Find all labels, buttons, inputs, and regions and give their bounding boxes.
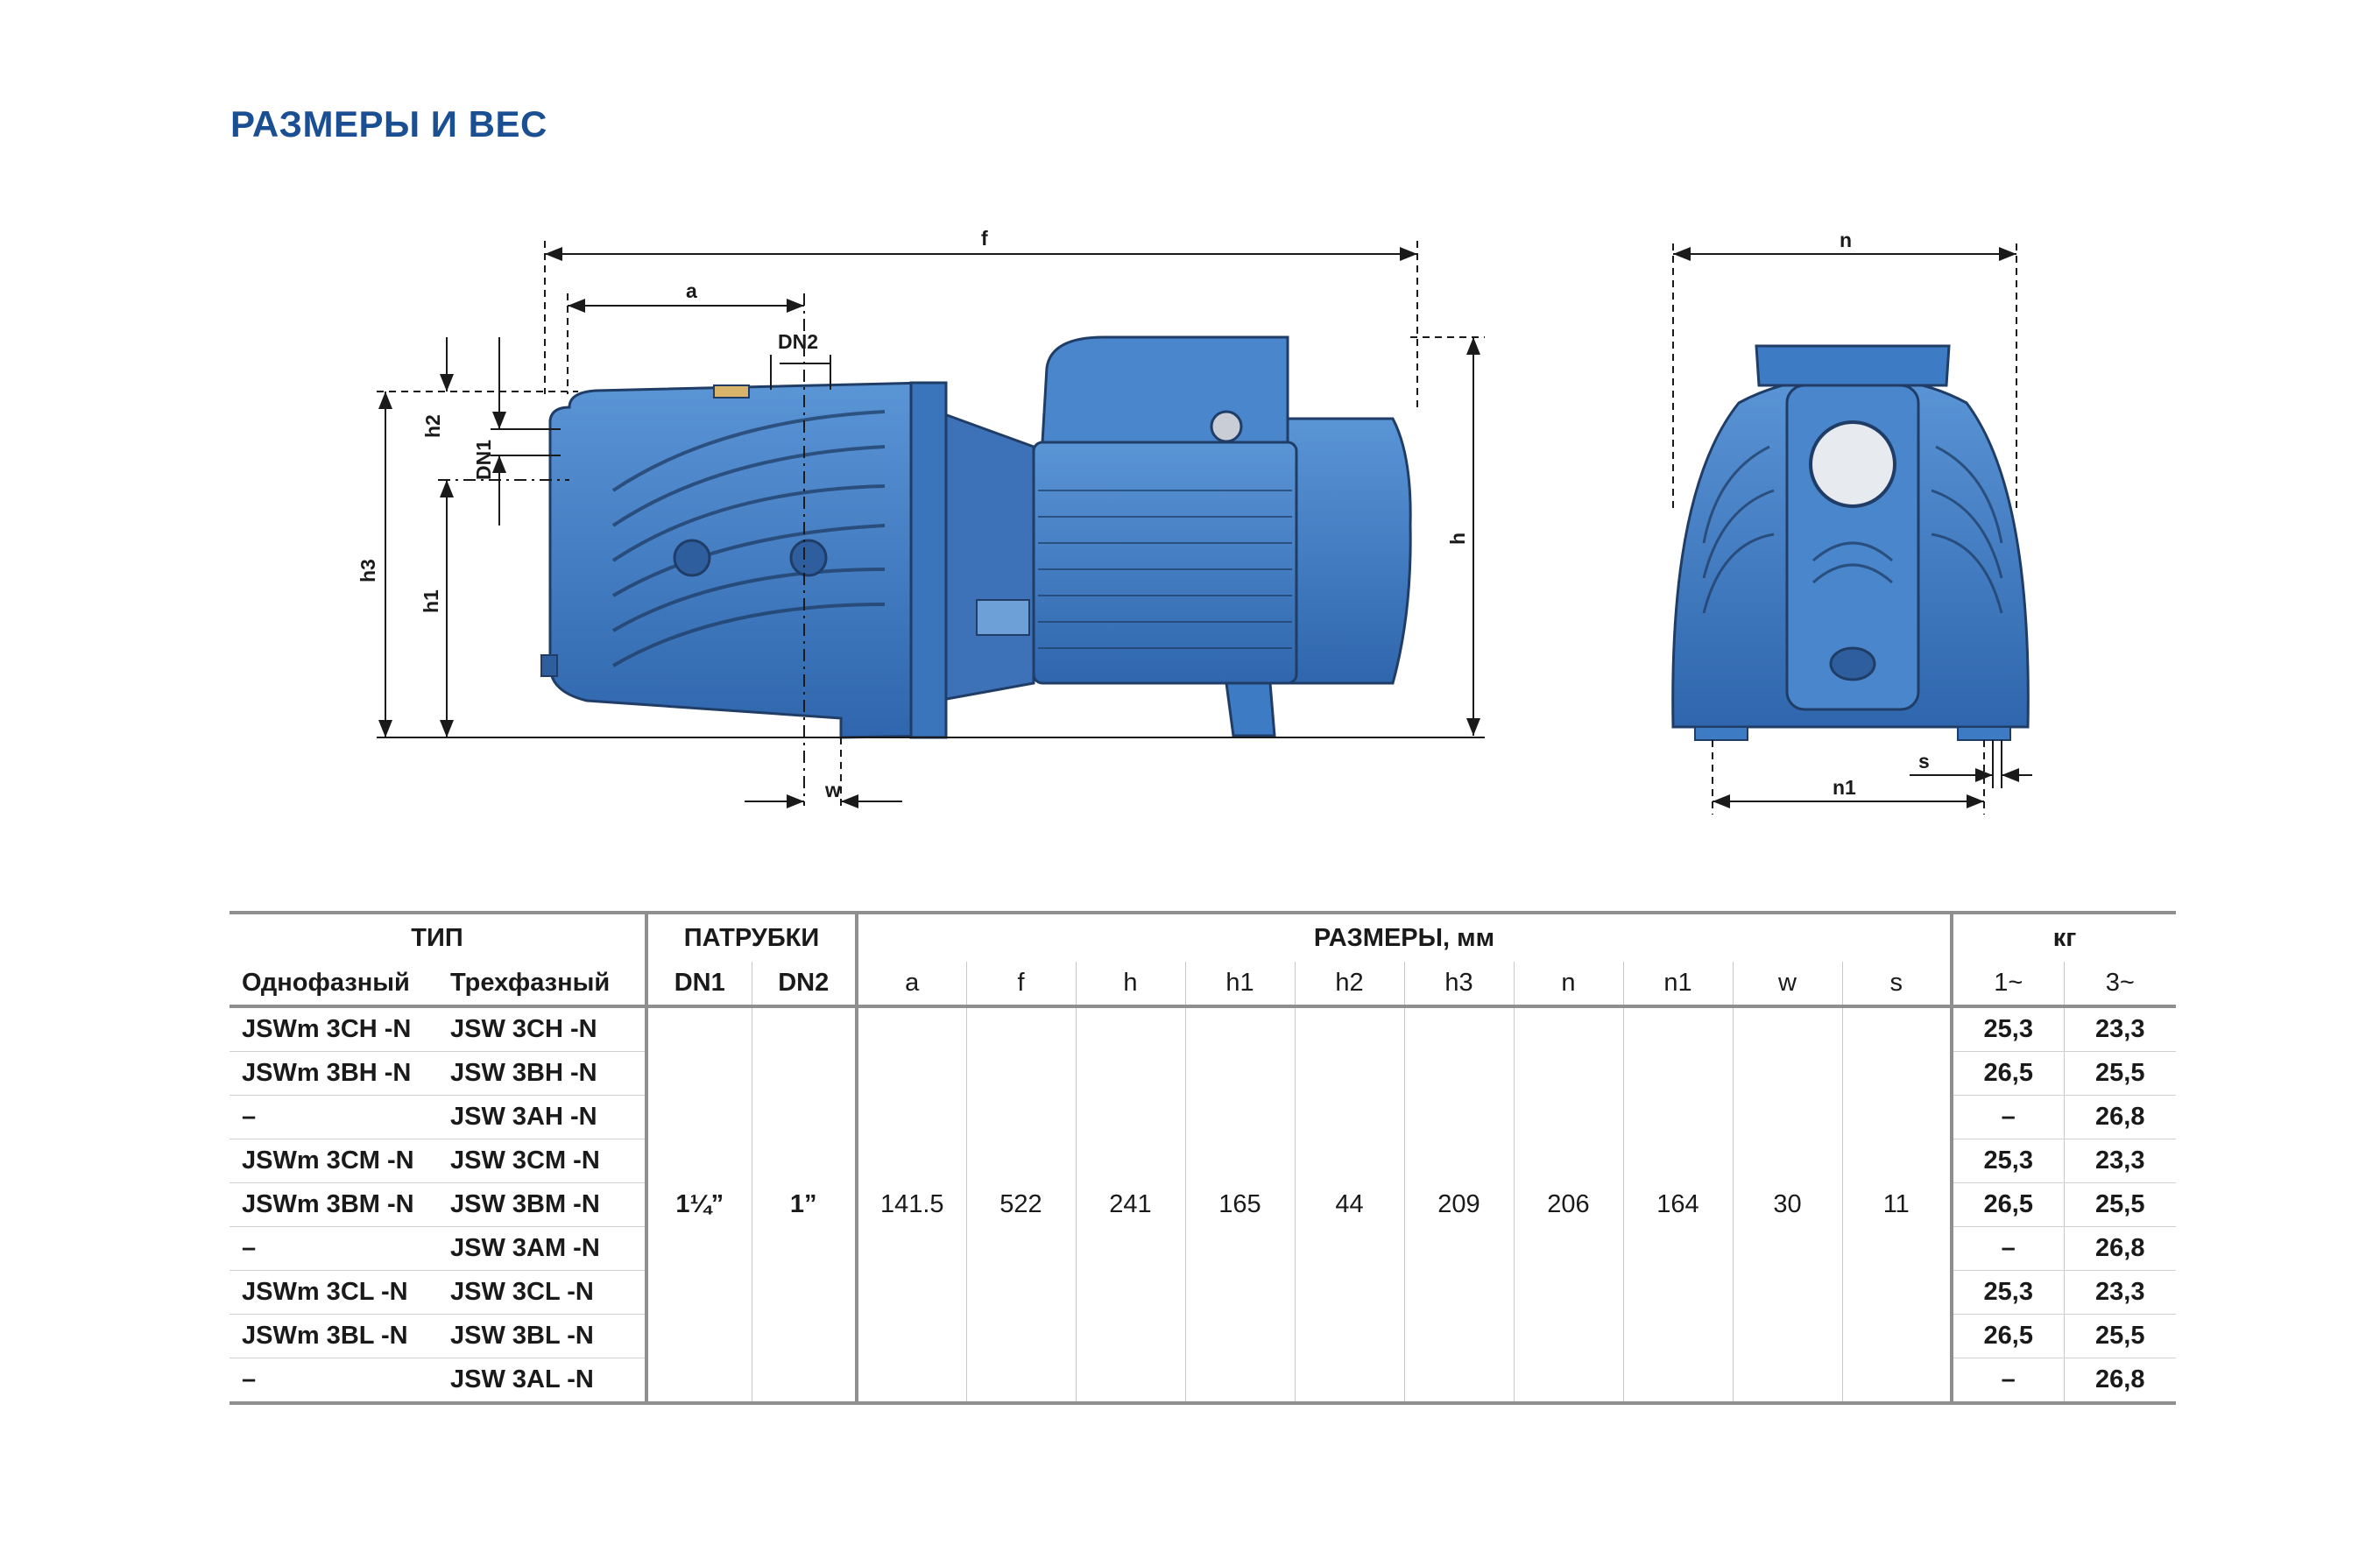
model-three: JSW 3AH -N — [438, 1095, 648, 1139]
model-three: JSW 3BM -N — [438, 1182, 648, 1227]
label-h1: h1 — [420, 589, 442, 613]
pump-side-view — [540, 335, 1412, 739]
model-single: – — [230, 1226, 438, 1271]
label-f: f — [981, 227, 988, 250]
model-single: JSWm 3CM -N — [230, 1139, 438, 1183]
page-title: РАЗМЕРЫ И ВЕС — [230, 103, 547, 145]
weight-1ph: 25,3 — [1952, 1270, 2065, 1315]
weight-3ph: 25,5 — [2064, 1314, 2176, 1358]
weight-1ph: 26,5 — [1952, 1051, 2065, 1096]
header-a: a — [857, 962, 967, 1008]
weight-1ph: 26,5 — [1952, 1314, 2065, 1358]
label-s: s — [1918, 750, 1930, 772]
header-f: f — [966, 962, 1077, 1008]
label-dn2: DN2 — [778, 330, 818, 353]
weight-1ph: 26,5 — [1952, 1182, 2065, 1227]
model-three: JSW 3CM -N — [438, 1139, 648, 1183]
weight-3ph: 23,3 — [2064, 1006, 2176, 1052]
weight-3ph: 26,8 — [2064, 1358, 2176, 1405]
header-h: h — [1076, 962, 1186, 1008]
header-type: ТИП — [230, 911, 648, 962]
cell-h2: 44 — [1295, 1006, 1405, 1405]
table-row: JSWm 3BH -N JSW 3BH -N 26,5 25,5 — [230, 1051, 2176, 1096]
model-three: JSW 3BL -N — [438, 1314, 648, 1358]
label-h3: h3 — [357, 559, 379, 582]
cell-w: 30 — [1733, 1006, 1843, 1405]
cell-h1: 165 — [1185, 1006, 1296, 1405]
cell-f: 522 — [966, 1006, 1077, 1405]
cell-n1: 164 — [1623, 1006, 1734, 1405]
header-h3: h3 — [1404, 962, 1515, 1008]
model-three: JSW 3BH -N — [438, 1051, 648, 1096]
weight-3ph: 25,5 — [2064, 1051, 2176, 1096]
header-n1: n1 — [1623, 962, 1734, 1008]
header-three-phase: Трехфазный — [438, 962, 648, 1008]
table-row: JSWm 3CH -N JSW 3CH -N 1¼” 1” 141.5 522 … — [230, 1006, 2176, 1405]
table-row: JSWm 3CL -N JSW 3CL -N 25,3 23,3 — [230, 1270, 2176, 1315]
weight-3ph: 25,5 — [2064, 1182, 2176, 1227]
label-a: a — [686, 279, 697, 302]
table-row: JSWm 3BL -N JSW 3BL -N 26,5 25,5 — [230, 1314, 2176, 1358]
cell-s: 11 — [1842, 1006, 1953, 1405]
table-row: JSWm 3CM -N JSW 3CM -N 25,3 23,3 — [230, 1139, 2176, 1183]
weight-1ph: 25,3 — [1952, 1006, 2065, 1052]
table-row: – JSW 3AL -N – 26,8 — [230, 1358, 2176, 1405]
table-row: JSWm 3BM -N JSW 3BM -N 26,5 25,5 — [230, 1182, 2176, 1227]
weight-1ph: – — [1952, 1095, 2065, 1139]
model-single: JSWm 3BH -N — [230, 1051, 438, 1096]
weight-1ph: – — [1952, 1226, 2065, 1271]
header-weight-1ph: 1~ — [1952, 962, 2065, 1008]
weight-3ph: 23,3 — [2064, 1270, 2176, 1315]
cell-dn1: 1¼” — [646, 1006, 752, 1405]
model-single: JSWm 3BL -N — [230, 1314, 438, 1358]
header-dn1: DN1 — [646, 962, 752, 1008]
header-h2: h2 — [1295, 962, 1405, 1008]
pump-front-view — [1671, 344, 2030, 741]
model-single: JSWm 3CH -N — [230, 1006, 438, 1052]
label-dn1: DN1 — [472, 440, 495, 480]
header-weight-3ph: 3~ — [2064, 962, 2176, 1008]
model-single: – — [230, 1358, 438, 1405]
table-row: – JSW 3AH -N – 26,8 — [230, 1095, 2176, 1139]
model-single: – — [230, 1095, 438, 1139]
label-n: n — [1840, 229, 1852, 251]
pump-dimension-drawing: a f DN2 w h2 DN1 h3 h1 h — [357, 227, 2032, 815]
label-h2: h2 — [421, 414, 444, 438]
model-three: JSW 3CH -N — [438, 1006, 648, 1052]
model-three: JSW 3AL -N — [438, 1358, 648, 1405]
weight-3ph: 26,8 — [2064, 1095, 2176, 1139]
header-ports: ПАТРУБКИ — [646, 911, 858, 962]
weight-1ph: – — [1952, 1358, 2065, 1405]
label-w: w — [824, 779, 841, 801]
header-single-phase: Однофазный — [230, 962, 438, 1008]
header-n: n — [1514, 962, 1624, 1008]
model-three: JSW 3CL -N — [438, 1270, 648, 1315]
dimensions-weight-table: ТИП ПАТРУБКИ РАЗМЕРЫ, мм кг Однофазный Т… — [230, 911, 2176, 1405]
header-weight: кг — [1952, 911, 2176, 962]
weight-3ph: 26,8 — [2064, 1226, 2176, 1271]
cell-dn2: 1” — [752, 1006, 858, 1405]
model-three: JSW 3AM -N — [438, 1226, 648, 1271]
header-s: s — [1842, 962, 1953, 1008]
label-n1: n1 — [1833, 776, 1856, 799]
header-h1: h1 — [1185, 962, 1296, 1008]
weight-3ph: 23,3 — [2064, 1139, 2176, 1183]
header-w: w — [1733, 962, 1843, 1008]
header-dn2: DN2 — [752, 962, 858, 1008]
header-dimensions: РАЗМЕРЫ, мм — [857, 911, 1953, 962]
cell-n: 206 — [1514, 1006, 1624, 1405]
model-single: JSWm 3CL -N — [230, 1270, 438, 1315]
cell-a: 141.5 — [857, 1006, 967, 1405]
weight-1ph: 25,3 — [1952, 1139, 2065, 1183]
model-single: JSWm 3BM -N — [230, 1182, 438, 1227]
cell-h3: 209 — [1404, 1006, 1515, 1405]
table-row: – JSW 3AM -N – 26,8 — [230, 1226, 2176, 1271]
cell-h: 241 — [1076, 1006, 1186, 1405]
label-h: h — [1446, 533, 1469, 545]
